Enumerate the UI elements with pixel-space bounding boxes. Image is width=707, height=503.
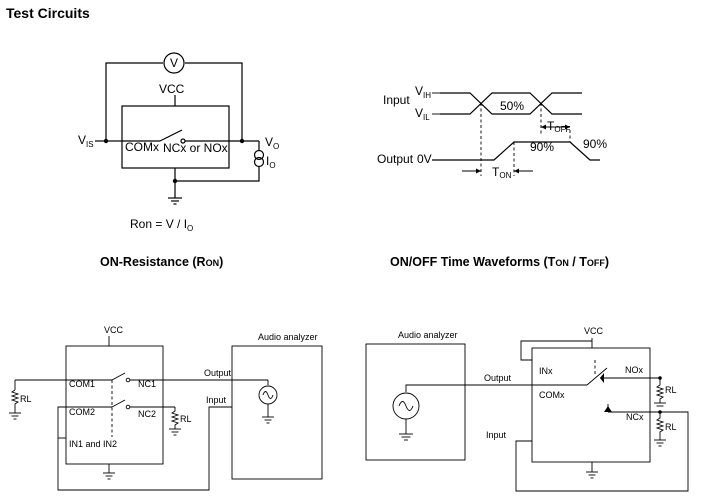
vcc-to-inx-wire	[520, 340, 592, 361]
rl-bottom-label: RL	[665, 422, 677, 432]
io-label: IO	[266, 154, 276, 170]
rl-top-resistor	[650, 377, 665, 403]
com-label: COMx	[125, 140, 159, 154]
audio-analyzer-box-3	[365, 343, 466, 461]
nc-no-label: NCx or NOx	[163, 141, 228, 155]
current-source-bottom	[253, 156, 265, 168]
vcc-label: VCC	[159, 82, 185, 96]
nox-label: NOx	[625, 365, 644, 375]
zero-v-label: 0V	[417, 152, 432, 166]
com1-label: COM1	[69, 379, 95, 389]
rl-mid-label: RL	[180, 414, 192, 424]
rl-mid-resistor	[170, 407, 180, 429]
ton-label: TON	[492, 165, 512, 180]
page-title: Test Circuits	[6, 5, 90, 21]
label-90pct-fall: 90%	[583, 137, 607, 151]
input-waveform-high	[440, 92, 582, 115]
comx-label: COMx	[539, 390, 565, 400]
ground-node	[172, 178, 178, 184]
output-wire-3	[405, 384, 532, 392]
rl-top-label: RL	[665, 385, 677, 395]
voltmeter-wire-right	[185, 62, 243, 141]
rl-left-label: RL	[20, 394, 32, 404]
ncx-label: NCx	[626, 412, 644, 422]
inx-label: INx	[539, 366, 553, 376]
label-90pct-rise: 90%	[530, 140, 554, 154]
vo-label: VO	[265, 135, 279, 151]
vcc-label-3: VCC	[584, 326, 604, 336]
input-return-wire	[57, 406, 232, 491]
off-isolation-circuit: Audio analyzer Output VCC INx COMx NOx N…	[365, 326, 689, 492]
input-waveform-low	[440, 92, 582, 115]
voltmeter-wire-left	[105, 62, 163, 141]
ic-box-3	[531, 347, 651, 463]
output-waveform	[432, 141, 600, 161]
toff-label: TOFF	[547, 119, 570, 134]
switch-blade	[159, 129, 183, 142]
io-return-wire	[175, 167, 260, 182]
vih-label: VIH	[415, 84, 431, 100]
rl-bottom-resistor	[655, 412, 665, 440]
vil-label: VIL	[415, 106, 430, 122]
nc1-label: NC1	[138, 379, 156, 389]
analyzer-label-3: Audio analyzer	[398, 330, 458, 340]
current-source-top	[253, 149, 265, 161]
output-label-2: Output	[204, 368, 232, 378]
in-label: IN1 and IN2	[69, 439, 117, 449]
ic-box	[121, 105, 230, 169]
ron-formula: Ron = V / IO	[130, 217, 193, 233]
voltmeter-symbol	[163, 52, 185, 74]
switch2-blade	[111, 399, 126, 408]
input-label: Input	[383, 93, 410, 107]
nc2-label: NC2	[138, 409, 156, 419]
analyzer-label-2: Audio analyzer	[258, 332, 318, 342]
rl-left-resistor	[10, 389, 20, 413]
com2-wire	[57, 406, 112, 458]
switch1-blade	[111, 372, 126, 381]
caption-on-resistance: ON-Resistance (RON)	[100, 255, 223, 269]
input-label-2: Input	[206, 395, 227, 405]
output-label: Output	[377, 152, 414, 166]
input-label-3: Input	[486, 430, 507, 440]
com2-label: COM2	[69, 407, 95, 417]
ic-box-2	[65, 345, 164, 465]
switch3-blade	[586, 367, 608, 386]
vcc-label-2: VCC	[104, 325, 124, 335]
label-50pct: 50%	[500, 99, 524, 113]
vo-node	[239, 138, 245, 144]
voltmeter-label: V	[170, 56, 178, 70]
output-label-3: Output	[484, 373, 512, 383]
caption-waveforms: ON/OFF Time Waveforms (TON / TOFF)	[390, 255, 609, 269]
ron-circuit: V VCC VIS COMx NCx or NOx VO IO	[78, 52, 279, 233]
input-return-wire-3	[515, 411, 689, 492]
crosstalk-circuit: VCC RL COM1 NC1 COM2 NC2 RL IN1 and	[9, 325, 323, 491]
vis-label: VIS	[78, 133, 94, 149]
audio-analyzer-box-2	[231, 345, 323, 480]
on-off-waveforms: Input VIH VIL 50% TOFF Output 0V 90% 90%…	[377, 84, 607, 180]
